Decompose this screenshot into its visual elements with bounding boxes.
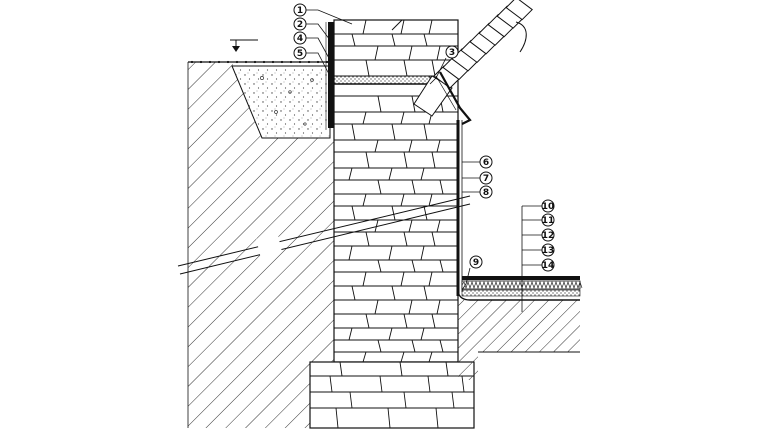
callout-5: 5: [293, 46, 307, 60]
callout-9: 9: [469, 255, 483, 269]
ground-surface: [188, 60, 330, 64]
break-lines: [177, 195, 471, 275]
callout-8: 8: [479, 185, 493, 199]
gravel-backfill: [231, 65, 331, 139]
leader-lines: [306, 9, 542, 312]
svg-text:9: 9: [473, 258, 479, 268]
callout-6: 6: [479, 155, 493, 169]
level-marker: [230, 39, 258, 52]
svg-text:7: 7: [483, 174, 489, 184]
callout-10: 10: [541, 199, 555, 213]
waterproof-membrane-right: [456, 120, 463, 296]
svg-text:6: 6: [483, 158, 489, 168]
callout-1: 1: [293, 3, 307, 17]
callout-13: 13: [541, 243, 555, 257]
svg-text:4: 4: [297, 34, 303, 44]
svg-text:2: 2: [297, 20, 303, 30]
svg-text:8: 8: [483, 188, 489, 198]
callout-12: 12: [541, 228, 555, 242]
floor-layers: [457, 276, 583, 301]
svg-text:5: 5: [297, 49, 303, 59]
earth-right: [458, 300, 580, 380]
callout-7: 7: [479, 171, 493, 185]
svg-text:14: 14: [542, 261, 555, 271]
callout-11: 11: [541, 213, 555, 227]
waterproof-membrane-left: [325, 22, 334, 128]
callout-3: 3: [445, 45, 459, 59]
sloped-stone-coping: [413, 0, 533, 125]
svg-text:3: 3: [449, 48, 455, 58]
callout-2: 2: [293, 17, 307, 31]
callout-4: 4: [293, 31, 307, 45]
svg-text:10: 10: [542, 202, 555, 212]
svg-text:12: 12: [542, 231, 555, 241]
callout-14: 14: [541, 258, 555, 272]
svg-text:13: 13: [542, 246, 555, 256]
damp-proof-course: [333, 75, 431, 85]
top-break-mark: [391, 19, 403, 31]
stone-footing: [309, 361, 475, 429]
svg-text:1: 1: [297, 6, 303, 16]
svg-text:11: 11: [542, 216, 555, 226]
